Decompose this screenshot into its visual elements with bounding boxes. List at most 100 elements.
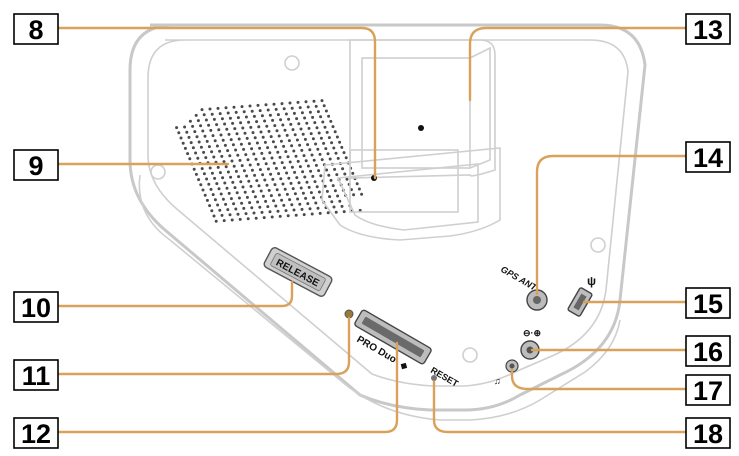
speaker-hole: [307, 126, 311, 130]
speaker-hole: [252, 114, 256, 118]
speaker-hole: [236, 153, 240, 157]
speaker-hole: [270, 215, 274, 219]
speaker-hole: [291, 128, 295, 132]
speaker-hole: [319, 174, 323, 178]
speaker-hole: [290, 203, 294, 207]
speaker-hole: [311, 137, 315, 141]
speaker-hole: [317, 131, 321, 135]
speaker-hole: [262, 216, 266, 220]
speaker-hole: [312, 158, 316, 162]
speaker-hole: [241, 185, 245, 189]
speaker-hole: [308, 207, 312, 211]
speaker-hole: [215, 144, 219, 148]
speaker-hole: [342, 210, 346, 214]
speaker-hole: [238, 217, 242, 221]
speaker-hole: [309, 132, 313, 136]
screw-hole-bottom: [462, 347, 478, 363]
speaker-hole: [284, 209, 288, 213]
speaker-hole: [314, 201, 318, 205]
speaker-hole: [219, 192, 223, 196]
speaker-hole: [221, 176, 225, 180]
speaker-hole: [315, 126, 319, 130]
speaker-hole: [224, 202, 228, 206]
speaker-hole: [304, 159, 308, 163]
speaker-hole: [261, 135, 265, 139]
speaker-hole: [311, 174, 315, 178]
speaker-hole: [300, 148, 304, 152]
speaker-hole: [283, 187, 287, 191]
speaker-hole: [250, 206, 254, 210]
speaker-hole: [203, 134, 207, 138]
speaker-hole: [203, 193, 207, 197]
speaker-hole: [218, 208, 222, 212]
speaker-hole: [255, 141, 259, 145]
speaker-hole: [278, 155, 282, 159]
speaker-hole: [261, 194, 265, 198]
speaker-hole: [292, 149, 296, 153]
speaker-hole: [194, 113, 198, 117]
speaker-hole: [269, 172, 273, 176]
speaker-hole: [294, 154, 298, 158]
speaker-hole: [322, 104, 326, 108]
speaker-hole: [320, 99, 324, 103]
speaker-hole: [271, 177, 275, 181]
speaker-hole: [329, 119, 333, 123]
speaker-hole: [283, 128, 287, 132]
speaker-hole: [225, 186, 229, 190]
callout-9-label: 9: [28, 151, 43, 181]
leader-14: [535, 154, 688, 296]
speaker-hole: [277, 134, 281, 138]
speaker-hole: [252, 211, 256, 215]
speaker-hole: [332, 146, 336, 150]
speaker-hole: [280, 198, 284, 202]
speaker-hole: [224, 106, 228, 110]
speaker-hole: [357, 187, 361, 191]
speaker-hole: [274, 107, 278, 111]
speaker-hole: [268, 151, 272, 155]
speaker-hole: [202, 172, 206, 176]
speaker-hole: [205, 198, 209, 202]
speaker-hole: [314, 142, 318, 146]
speaker-hole: [196, 119, 200, 123]
speaker-hole: [223, 181, 227, 185]
speaker-hole: [189, 141, 193, 145]
speaker-hole: [263, 119, 267, 123]
reset-hole: [431, 375, 437, 381]
callout-11: 11: [13, 359, 59, 391]
speaker-hole: [282, 144, 286, 148]
speaker-hole: [192, 167, 196, 171]
speaker-hole: [290, 165, 294, 169]
gps-antenna: [321, 39, 501, 241]
speaker-hole: [286, 155, 290, 159]
speaker-hole: [254, 216, 258, 220]
speaker-hole: [281, 123, 285, 127]
speaker-hole: [314, 163, 318, 167]
speaker-hole: [360, 192, 364, 196]
speaker-hole: [294, 213, 298, 217]
speaker-hole: [266, 205, 270, 209]
speaker-hole: [242, 110, 246, 114]
speaker-hole: [215, 182, 219, 186]
speaker-hole: [223, 143, 227, 147]
speaker-hole: [226, 149, 230, 153]
speaker-hole: [217, 187, 221, 191]
speaker-hole: [254, 157, 258, 161]
speaker-hole: [306, 105, 310, 109]
speaker-hole: [273, 124, 277, 128]
speaker-hole: [201, 129, 205, 133]
speaker-hole: [296, 100, 300, 104]
speaker-hole: [200, 167, 204, 171]
speaker-hole: [327, 173, 331, 177]
speaker-hole: [248, 104, 252, 108]
speaker-hole: [264, 199, 268, 203]
memory-stick-logo: ◆: [398, 359, 411, 372]
gps-ant-label: GPS ANT: [499, 264, 540, 293]
speaker-hole: [308, 110, 312, 114]
speaker-hole: [220, 213, 224, 217]
speaker-hole: [299, 186, 303, 190]
speaker-hole: [205, 177, 209, 181]
speaker-hole: [199, 183, 203, 187]
speaker-hole: [234, 169, 238, 173]
speaker-hole: [334, 151, 338, 155]
